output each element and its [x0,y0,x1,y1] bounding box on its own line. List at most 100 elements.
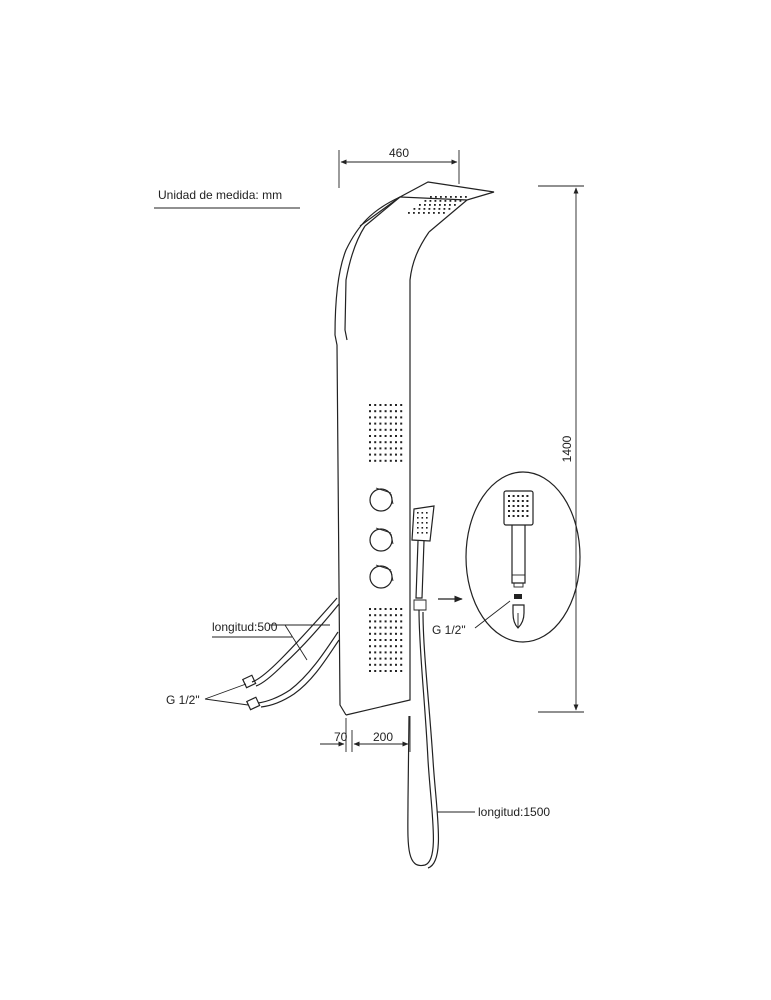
body-jets-upper [369,404,403,462]
body-jet-nozzle [389,441,392,444]
body-jet-nozzle [400,670,403,672]
body-jet-nozzle [389,608,392,610]
body-jet-nozzle [379,410,382,413]
body-jet-nozzle [400,657,403,660]
body-jet-nozzle [400,651,403,654]
shower-hose-outer [422,611,440,869]
shower-head-nozzle [439,204,441,206]
shower-head-nozzle [434,200,437,202]
shower-head-nozzle [448,208,451,210]
shower-head-nozzle [413,212,415,214]
body-jet-nozzle [374,404,377,406]
body-jet-nozzle [374,459,377,462]
hand-shower-hole [417,512,419,514]
detail-shower-hole [517,515,520,517]
detail-shower-hole [526,510,529,512]
body-jet-nozzle [384,453,387,456]
body-jet-nozzle [379,441,382,444]
body-jet-nozzle [384,614,387,617]
shower-head-nozzle [428,208,431,210]
body-jet-nozzle [384,404,387,406]
hand-shower-hole [426,527,428,529]
shower-head-nozzle [434,204,436,206]
detail-shower-hole [508,495,510,497]
shower-head-nozzle [433,212,435,214]
hand-shower-detail [465,471,581,643]
supply-hose-1-b [255,603,340,687]
width-dimension: 460 [338,146,460,188]
height-dimension: 1400 [538,185,584,713]
control-knob-3 [369,564,394,589]
body-jet-nozzle [395,441,397,444]
body-jet-nozzle [379,663,382,666]
detail-shower-hole [521,500,524,502]
body-jet-nozzle [389,428,392,431]
body-jet-nozzle [379,651,382,654]
depth-label: 70 [334,730,348,744]
body-jet-nozzle [384,639,387,641]
body-jet-nozzle [374,422,377,425]
body-jet-nozzle [389,651,392,654]
body-jets-lower [369,608,403,672]
body-jet-nozzle [384,459,387,462]
body-jet-nozzle [389,670,392,672]
hand-shower-hole [426,512,428,514]
body-jet-nozzle [374,670,377,672]
body-jet-nozzle [395,453,397,456]
body-jet-nozzle [389,614,392,617]
shower-head-nozzle [419,204,421,206]
body-jet-nozzle [374,651,377,654]
body-jet-nozzle [400,645,403,648]
detail-shower-hole [517,510,520,512]
detail-shower-hole [517,505,520,507]
shower-head-nozzle [445,196,447,198]
body-jet-nozzle [389,459,392,462]
body-jet-nozzle [384,645,387,648]
body-jet-nozzle [400,620,403,623]
body-jet-nozzle [374,626,377,629]
body-jet-nozzle [369,447,371,450]
body-jet-nozzle [400,428,403,431]
panel-front-edge [345,231,430,716]
body-jet-nozzle [379,639,382,641]
body-jet-nozzle [395,404,397,406]
unit-note: Unidad de medida: mm [154,188,300,209]
body-jet-nozzle [389,447,392,450]
detail-shower-hole [521,515,524,517]
body-jet-nozzle [395,614,397,617]
detail-shower-hole [517,495,520,497]
shower-head-nozzle [439,200,442,202]
body-jet-nozzle [379,670,382,672]
body-jet-nozzle [395,416,397,419]
body-jet-nozzle [389,639,392,641]
hose-thread-leader-1 [204,683,247,700]
body-jet-nozzle [400,663,403,666]
body-jet-nozzle [374,657,377,660]
body-jet-nozzle [369,632,371,635]
shower-head-nozzle [413,208,416,210]
shower-head-nozzle [440,196,442,198]
shower-head-nozzle [449,200,452,202]
body-jet-nozzle [389,422,392,425]
body-jet-nozzle [389,657,392,660]
shower-head-nozzle [430,196,432,198]
shower-head-nozzle [429,204,431,206]
body-jet-nozzle [379,657,382,660]
detail-shower-hole [526,505,529,507]
body-jet-nozzle [374,410,377,413]
body-jet-nozzle [389,410,392,413]
shower-head-nozzles [408,196,467,214]
body-jet-nozzle [369,651,371,654]
shower-head-nozzle [438,208,441,210]
hose-thread-label: G 1/2" [166,693,200,707]
body-jet-nozzle [379,422,382,425]
body-jet-nozzle [369,639,371,641]
detail-ellipse [465,471,581,643]
shower-head-edge-right [428,199,468,233]
body-jet-nozzle [374,428,377,431]
body-jet-nozzle [395,459,397,462]
hand-shower [411,505,435,611]
hand-shower-hole [426,522,428,524]
body-jet-nozzle [395,435,397,437]
shower-hose-length-label: longitud:1500 [478,805,550,819]
